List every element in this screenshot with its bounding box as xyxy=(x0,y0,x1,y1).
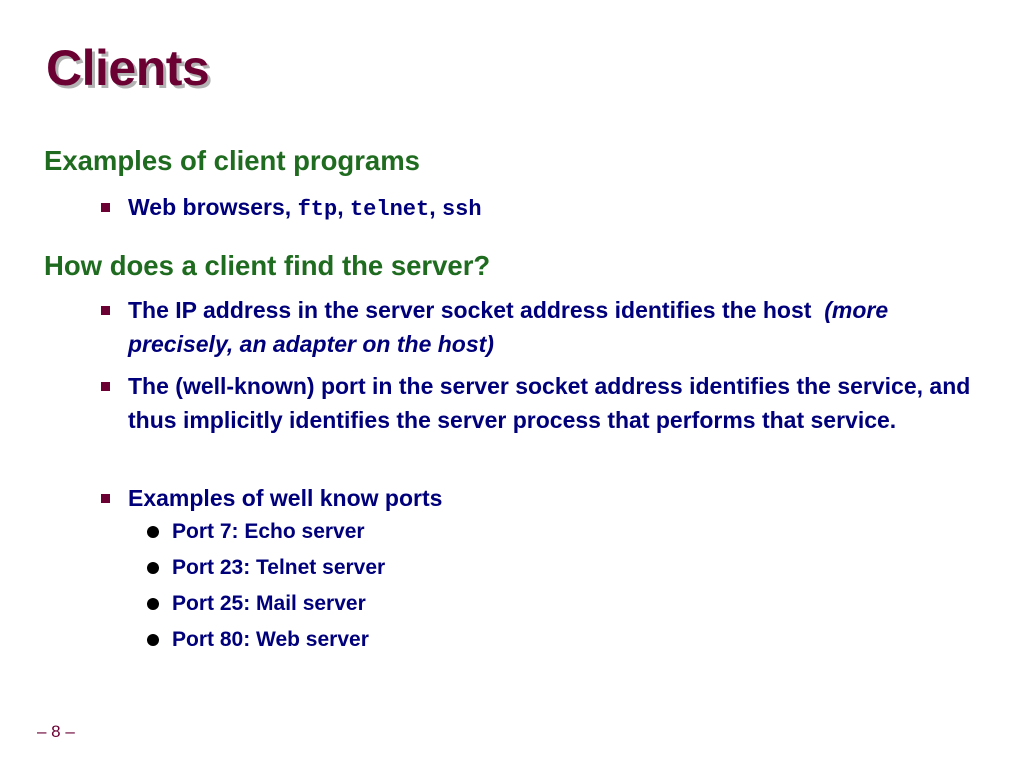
slide-title: Clients xyxy=(46,40,210,96)
square-bullet-icon xyxy=(101,494,110,503)
item-text: Web browsers, xyxy=(128,194,292,220)
port-text: Port 25: Mail server xyxy=(172,592,366,615)
round-bullet-icon xyxy=(147,598,159,610)
item-italic-note: (more precisely, an adapter on the host) xyxy=(128,297,889,357)
port-text: Port 7: Echo server xyxy=(172,520,365,543)
code-ftp: ftp xyxy=(297,197,338,222)
port-item: Port 7: Echo server xyxy=(147,517,872,547)
section-heading-examples: Examples of client programs xyxy=(44,145,420,176)
bullet-item-port-examples: Examples of well know ports xyxy=(101,481,988,515)
bullet-item-well-known-port: The (well-known) port in the server sock… xyxy=(101,369,978,437)
separator: , xyxy=(337,194,344,220)
port-item: Port 23: Telnet server xyxy=(147,553,872,583)
round-bullet-icon xyxy=(147,634,159,646)
item-text: The IP address in the server socket addr… xyxy=(128,297,812,323)
round-bullet-icon xyxy=(147,526,159,538)
separator: , xyxy=(429,194,436,220)
port-text: Port 80: Web server xyxy=(172,628,369,651)
item-text: Examples of well know ports xyxy=(128,485,443,511)
port-item: Port 25: Mail server xyxy=(147,589,872,619)
section-heading-find-server: How does a client find the server? xyxy=(44,250,491,281)
round-bullet-icon xyxy=(147,562,159,574)
port-text: Port 23: Telnet server xyxy=(172,556,386,579)
square-bullet-icon xyxy=(101,203,110,212)
item-text: The (well-known) port in the server sock… xyxy=(128,373,971,433)
square-bullet-icon xyxy=(101,382,110,391)
code-telnet: telnet xyxy=(349,197,430,222)
square-bullet-icon xyxy=(101,306,110,315)
page-number: – 8 – xyxy=(37,722,75,741)
code-ssh: ssh xyxy=(441,197,482,222)
bullet-item-ip-address: The IP address in the server socket addr… xyxy=(101,293,928,361)
bullet-item-web-browsers: Web browsers, ftp, telnet, ssh xyxy=(101,190,988,227)
port-item: Port 80: Web server xyxy=(147,625,872,655)
